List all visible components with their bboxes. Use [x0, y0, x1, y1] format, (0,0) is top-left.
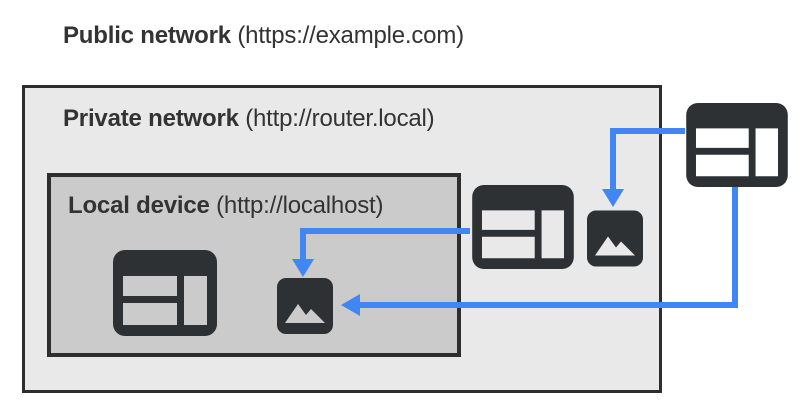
- browser-window-icon: [685, 103, 789, 187]
- private-network-label-url: (http://router.local): [238, 105, 435, 132]
- browser-window-icon: [113, 250, 217, 336]
- image-icon: [587, 210, 643, 267]
- private-network-label: Private network (http://router.local): [63, 105, 435, 133]
- local-device-label: Local device (http://localhost): [68, 192, 383, 220]
- image-icon: [277, 278, 333, 334]
- private-network-label-bold: Private network: [63, 105, 239, 132]
- public-network-label-bold: Public network: [63, 22, 231, 49]
- local-device-box: Local device (http://localhost): [47, 173, 461, 357]
- public-network-label: Public network (https://example.com): [63, 22, 464, 50]
- browser-window-icon: [471, 185, 575, 269]
- local-device-label-url: (http://localhost): [209, 192, 384, 219]
- public-network-label-url: (https://example.com): [230, 22, 464, 49]
- local-device-label-bold: Local device: [68, 192, 210, 219]
